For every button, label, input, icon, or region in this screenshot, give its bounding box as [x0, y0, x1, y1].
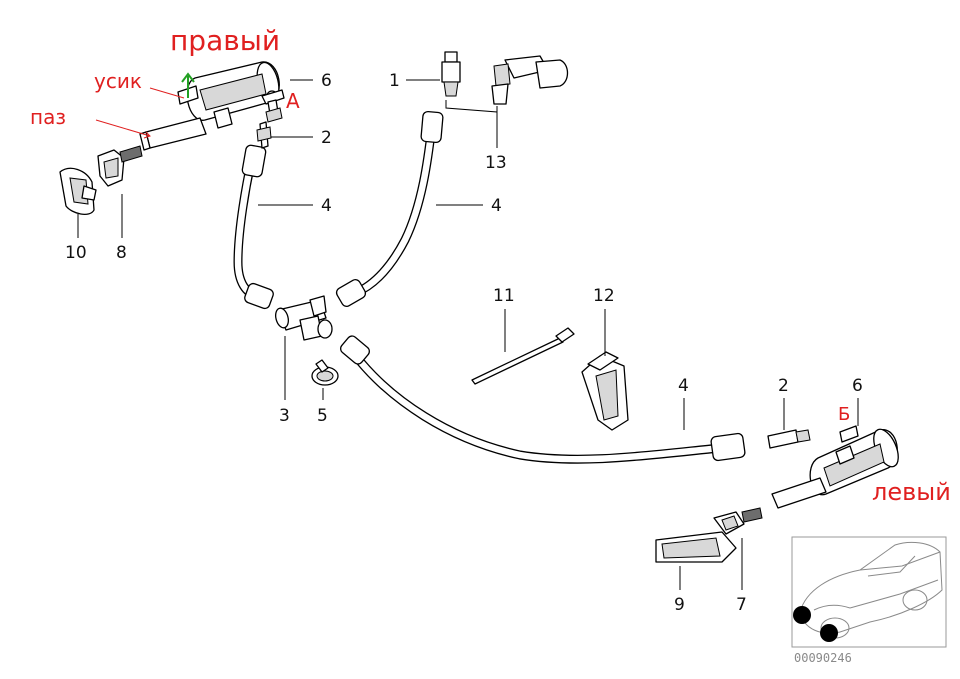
hose-left-vertical — [233, 144, 274, 310]
clip-12 — [581, 351, 629, 431]
label-part-1: 1 — [389, 71, 400, 91]
y-connector-13 — [491, 55, 569, 105]
clip-10 — [59, 167, 97, 216]
groove-pointer-head — [143, 131, 151, 139]
hose-long-diagonal — [340, 335, 746, 464]
label-part-8: 8 — [116, 243, 127, 263]
groove-pointer-line — [95, 119, 151, 137]
annotation-left-side: левый — [872, 478, 951, 506]
connector-a — [265, 99, 283, 123]
label-part-6-right: 6 — [852, 376, 863, 396]
label-part-2-top: 2 — [321, 128, 332, 148]
check-valve-top — [256, 121, 272, 149]
check-valve-1 — [441, 51, 461, 97]
bracket-7 — [713, 507, 763, 535]
label-part-10: 10 — [65, 243, 87, 263]
label-part-4-b: 4 — [491, 196, 502, 216]
bracket-8 — [97, 145, 143, 187]
locator-dot-right — [793, 606, 811, 624]
label-part-4-c: 4 — [678, 376, 689, 396]
tab-pointer-line — [149, 87, 185, 99]
check-valve-right — [767, 429, 811, 449]
tee-fitting-3 — [275, 295, 333, 341]
washer-pump-right — [139, 61, 285, 151]
annotation-groove: паз — [30, 105, 66, 129]
label-part-9: 9 — [674, 595, 685, 615]
label-part-7: 7 — [736, 595, 747, 615]
washer-pump-left — [771, 425, 899, 509]
car-locator-inset — [791, 536, 947, 648]
annotation-mark-a: А — [286, 89, 300, 113]
annotation-tab: усик — [94, 69, 142, 93]
annotation-right-side: правый — [170, 24, 280, 57]
annotation-mark-b: Б — [838, 404, 850, 425]
label-part-2-right: 2 — [778, 376, 789, 396]
label-part-5: 5 — [317, 406, 328, 426]
label-part-6-top: 6 — [321, 71, 332, 91]
label-part-3: 3 — [279, 406, 290, 426]
label-part-12: 12 — [593, 286, 615, 306]
reference-code: 00090246 — [794, 651, 852, 665]
locator-dot-left — [820, 624, 838, 642]
lamp-cover-9 — [655, 531, 737, 563]
cable-tie-11 — [471, 327, 575, 385]
hose-clamp-5 — [311, 359, 339, 386]
up-arrow-icon — [181, 72, 195, 98]
label-part-4-a: 4 — [321, 196, 332, 216]
hose-center-vertical — [335, 110, 444, 307]
label-part-13: 13 — [485, 153, 507, 173]
leader-lines — [77, 79, 859, 590]
label-part-11: 11 — [493, 286, 515, 306]
